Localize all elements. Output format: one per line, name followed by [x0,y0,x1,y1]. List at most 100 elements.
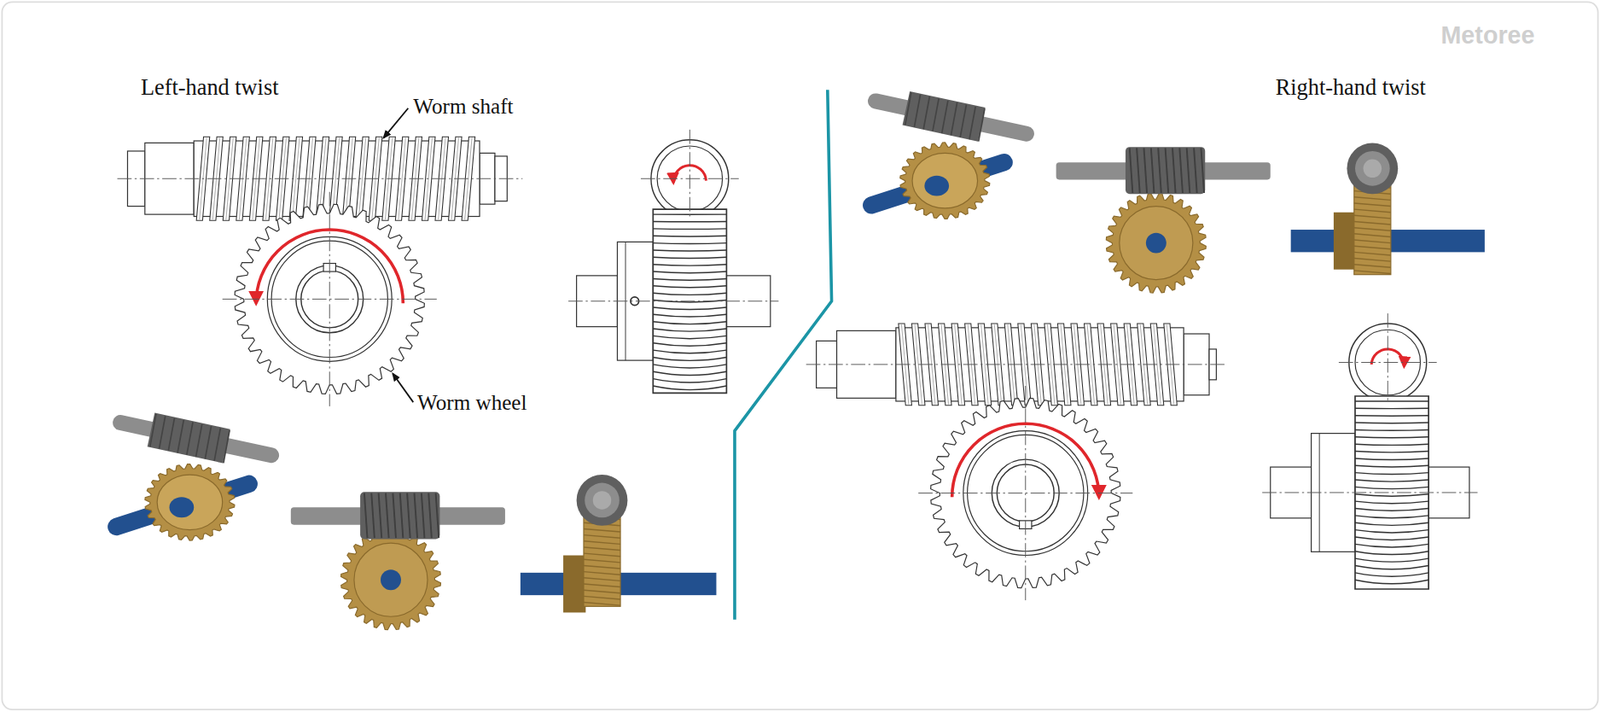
worm-thread-line [1151,147,1155,193]
part-name: Worm wheel [417,390,527,415]
tooth-line [1354,221,1391,225]
worm-thread-line [1157,147,1162,193]
wheel-face [1119,206,1193,280]
tooth-line [1355,500,1429,504]
front-render [290,491,506,629]
tooth-line [1355,508,1429,512]
tooth-line [583,541,621,545]
tooth-line [652,385,727,390]
worm-thread-line [923,96,930,129]
worm-thread-line [413,493,418,539]
tooth-line [1355,458,1429,460]
wheel-gear [1105,192,1206,293]
isometric-render [116,413,272,541]
tooth-line [1354,251,1391,256]
tooth-line [1354,203,1391,207]
tooth-line [1354,197,1391,201]
worm-thread-line [1193,147,1198,193]
worm-end-render [576,474,629,526]
tooth-line [1354,215,1391,219]
worm-thread-line [407,493,411,539]
tooth-line [652,256,727,258]
center-line [1024,385,1026,600]
side-view-drawing [576,139,771,394]
tooth-line [1355,472,1429,475]
worm-thread-line [960,104,966,138]
heading-label: Left-hand twist [140,75,279,100]
tooth-line [1354,245,1391,250]
center-line [1262,491,1478,493]
tooth-line [1355,529,1429,533]
worm-thread-line [1165,147,1170,193]
tooth-line [652,278,727,280]
tooth-line [583,589,621,594]
end-render [520,474,717,612]
worm-end-render [1363,159,1383,179]
worm-thread-line [223,430,230,463]
end-render [1291,142,1485,274]
tooth-line [583,528,621,532]
tooth-line [1354,209,1391,213]
tooth-line [583,602,621,606]
tooth-line [652,307,727,310]
worm-end-render [1355,151,1391,187]
worm-thread-line [364,493,368,539]
tooth-line [1355,479,1429,482]
tooth-line [1354,258,1391,262]
worm-thread-line [371,493,375,539]
worm-thread-line [950,102,957,135]
tooth-line [1354,239,1391,244]
center-line [640,178,739,180]
worm-thread-line [1143,147,1147,193]
tooth-line [1355,564,1429,569]
worm-thread-line [400,493,404,539]
tooth-line [1355,421,1429,424]
tooth-line [652,364,727,368]
center-line [329,192,331,407]
tooth-line [583,577,621,582]
tooth-line [1355,494,1429,496]
worm-thread-line [1136,147,1141,193]
tooth-line [1355,558,1429,562]
tooth-line [652,235,727,238]
worm-thread-line [186,421,193,454]
tooth-line [1355,536,1429,540]
tooth-line [652,242,727,245]
tooth-line [1355,486,1429,489]
tooth-line [652,264,727,266]
wheel-edge-render [1354,180,1391,275]
wheel-hub-render [1333,212,1356,270]
tooth-line [652,250,727,251]
tooth-line [1354,270,1391,274]
part-name: Worm shaft [413,94,513,119]
wheel-edge-render [583,512,621,606]
worm-shaft-render [120,422,272,455]
leader-line [392,373,414,402]
wheel-hub-render [563,555,586,613]
tooth-line [1355,572,1429,576]
worm-end-render [593,490,612,510]
worm-thread-line [1129,147,1134,193]
worm-thread-line [969,106,976,140]
tooth-line [1355,429,1429,431]
wheel-shaft-end [1146,232,1167,254]
worm-thread-line [436,493,440,539]
worm-thread-line [1200,147,1205,193]
worm-thread-render [1125,146,1205,194]
tooth-line [1355,436,1429,438]
worm-thread-line [942,100,949,134]
tooth-line [1355,522,1429,525]
tooth-line [652,378,727,383]
wheel-shaft-end [924,175,949,197]
worm-thread-line [177,419,184,453]
worm-thread-line [1172,147,1176,193]
tooth-line [652,328,727,332]
tooth-line [652,285,727,288]
isometric-render [871,92,1027,219]
worm-thread-line [385,493,390,539]
tooth-line [583,552,621,557]
tooth-line [1355,451,1429,453]
worm-thread-line [428,493,432,539]
worm-thread-line [1186,147,1191,193]
